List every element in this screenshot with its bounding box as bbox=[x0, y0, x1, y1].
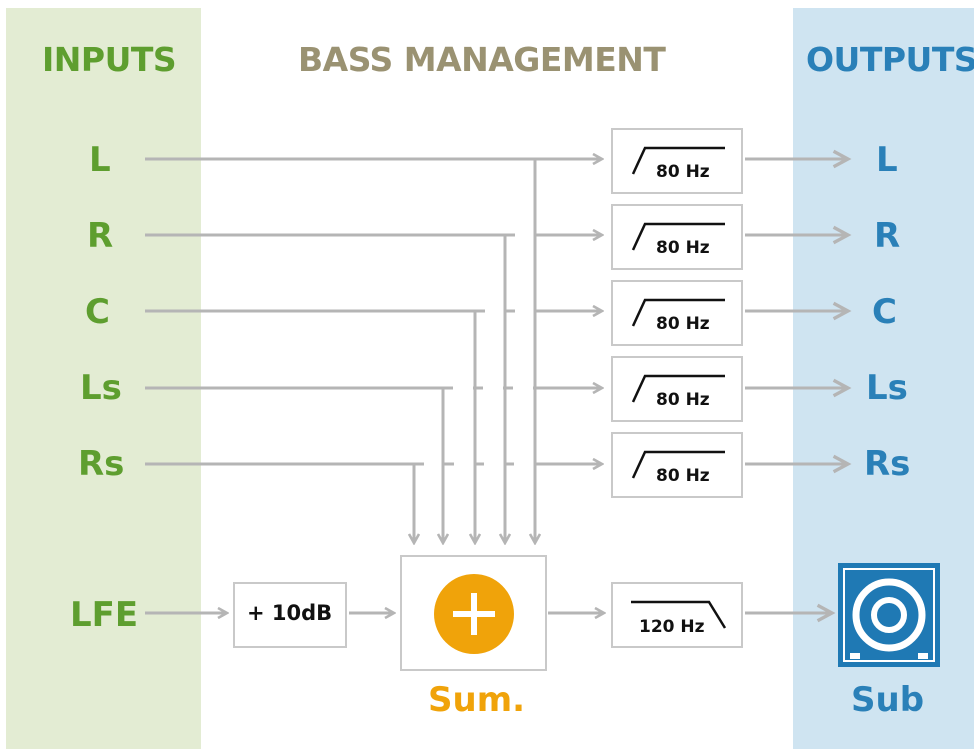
highpass-filter-r: 80 Hz bbox=[611, 204, 743, 270]
highpass-filter-ls: 80 Hz bbox=[611, 356, 743, 422]
bass-management-header: BASS MANAGEMENT bbox=[298, 40, 666, 79]
speaker-icon bbox=[838, 563, 940, 667]
lowpass-filter-box: 120 Hz bbox=[611, 582, 743, 648]
highpass-filter-l: 80 Hz bbox=[611, 128, 743, 194]
input-label-r: R bbox=[87, 216, 114, 256]
highpass-filter-label: 80 Hz bbox=[656, 466, 710, 486]
outputs-header: OUTPUTS bbox=[806, 40, 974, 79]
highpass-curve-icon bbox=[631, 146, 725, 175]
highpass-filter-label: 80 Hz bbox=[656, 314, 710, 334]
lfe-gain-label: + 10dB bbox=[247, 601, 333, 625]
input-label-lfe: LFE bbox=[70, 595, 139, 635]
inputs-band bbox=[6, 8, 201, 749]
highpass-filter-label: 80 Hz bbox=[656, 390, 710, 410]
highpass-curve-icon bbox=[631, 222, 725, 251]
sub-label: Sub bbox=[851, 680, 925, 720]
lowpass-filter-label: 120 Hz bbox=[639, 617, 705, 637]
output-label-l: L bbox=[876, 140, 898, 180]
highpass-filter-rs: 80 Hz bbox=[611, 432, 743, 498]
sum-box bbox=[400, 555, 547, 671]
output-label-c: C bbox=[872, 292, 897, 332]
input-label-l: L bbox=[89, 140, 111, 180]
highpass-curve-icon bbox=[631, 374, 725, 403]
input-label-c: C bbox=[85, 292, 110, 332]
output-label-ls: Ls bbox=[866, 368, 908, 408]
highpass-curve-icon bbox=[631, 450, 725, 479]
input-label-rs: Rs bbox=[78, 444, 125, 484]
highpass-curve-icon bbox=[631, 298, 725, 327]
highpass-filter-c: 80 Hz bbox=[611, 280, 743, 346]
plus-circle-icon bbox=[434, 574, 514, 654]
lowpass-curve-icon bbox=[631, 600, 727, 629]
sum-label: Sum. bbox=[428, 680, 526, 720]
inputs-header: INPUTS bbox=[42, 40, 177, 79]
input-label-ls: Ls bbox=[80, 368, 122, 408]
highpass-filter-label: 80 Hz bbox=[656, 162, 710, 182]
output-label-rs: Rs bbox=[864, 444, 911, 484]
highpass-filter-label: 80 Hz bbox=[656, 238, 710, 258]
lfe-gain-box bbox=[233, 582, 347, 648]
output-label-r: R bbox=[874, 216, 901, 256]
